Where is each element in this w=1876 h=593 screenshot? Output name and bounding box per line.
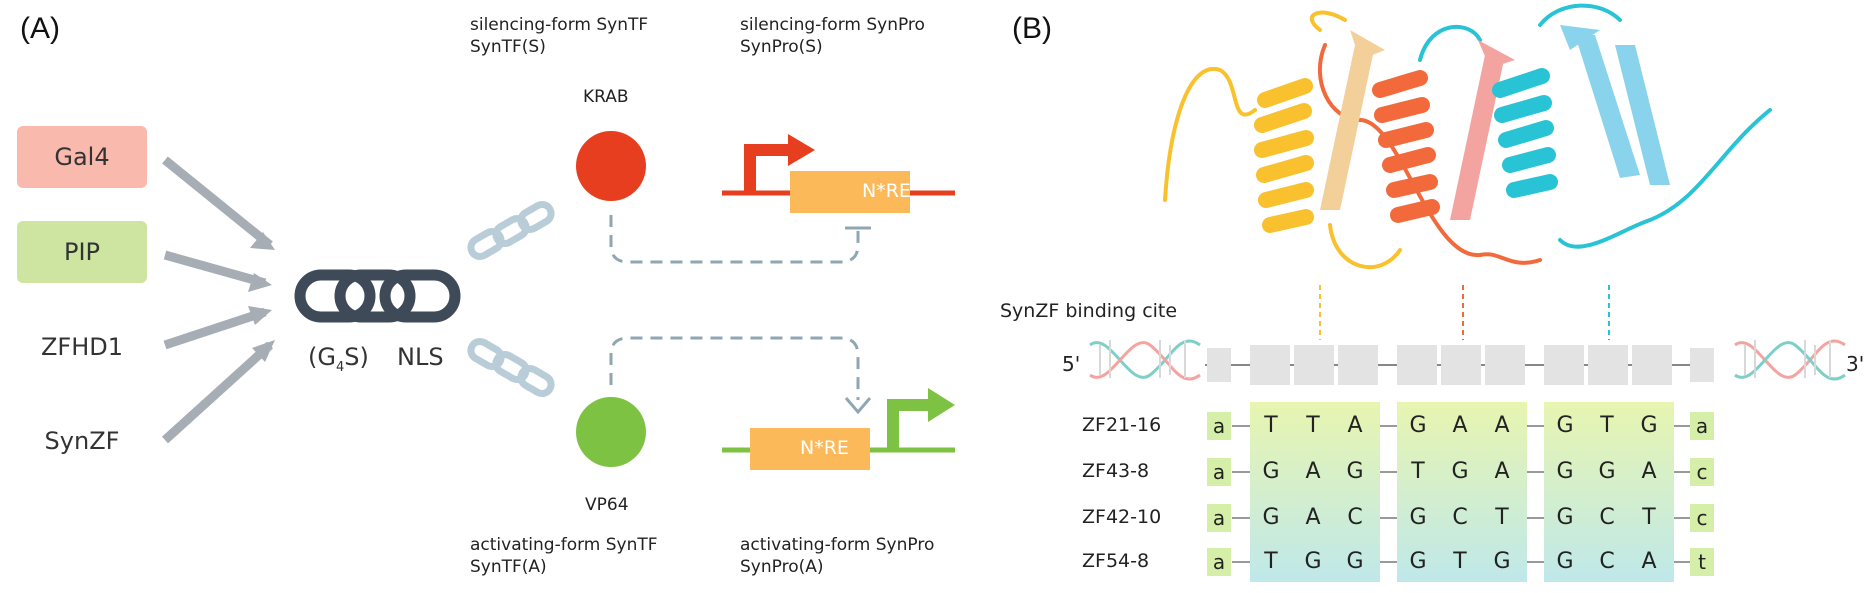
base-letter: G	[1598, 459, 1616, 484]
five-prime-label: 5'	[1062, 352, 1081, 376]
activating-pro-title: activating-form SynPro SynPro(A)	[740, 534, 934, 578]
binding-site-blocks	[1205, 345, 1714, 385]
base-letter: A	[1641, 459, 1657, 484]
sequence-table-bg	[1232, 402, 1690, 582]
right-flank-base: c	[1690, 458, 1714, 486]
row-name: ZF54-8	[1082, 550, 1150, 572]
silencing-pro-line1: silencing-form SynPro	[740, 15, 925, 35]
left-flank-base: a	[1207, 548, 1231, 576]
base-letter: T	[1306, 413, 1320, 438]
repression-link	[609, 215, 860, 264]
input-arrows	[161, 156, 275, 444]
base-letter: G	[1556, 549, 1574, 574]
base-letter: G	[1262, 459, 1280, 484]
krab-label: KRAB	[583, 87, 629, 107]
dbd-box-synzf: SynZF	[17, 410, 147, 472]
base-letter: A	[1452, 413, 1468, 438]
base-letter: G	[1556, 505, 1574, 530]
dbd-box-zfhd1: ZFHD1	[17, 316, 147, 378]
base-letter: G	[1346, 549, 1364, 574]
vp64-domain	[576, 397, 646, 467]
base-letter: T	[1600, 413, 1614, 438]
three-prime-label: 3'	[1846, 352, 1865, 376]
base-letter: C	[1599, 505, 1615, 530]
silencing-tf-line1: silencing-form SynTF	[470, 15, 649, 35]
nls-label: NLS	[397, 343, 444, 371]
base-letter: G	[1304, 549, 1322, 574]
base-letter: T	[1264, 549, 1278, 574]
base-letter: G	[1556, 459, 1574, 484]
activating-pro-line1: activating-form SynPro	[740, 535, 935, 555]
activating-pro-line2: SynPro(A)	[740, 557, 824, 577]
row-name: ZF42-10	[1082, 506, 1162, 528]
base-letter: C	[1452, 505, 1468, 530]
base-letter: G	[1451, 459, 1469, 484]
base-letter: T	[1264, 413, 1278, 438]
nre-label-activating: N*RE	[800, 437, 849, 459]
base-letter: A	[1305, 459, 1321, 484]
row-name: ZF21-16	[1082, 414, 1162, 436]
activating-tf-line1: activating-form SynTF	[470, 535, 658, 555]
left-flank-base: a	[1207, 504, 1231, 532]
linker-chain-icon	[294, 269, 461, 323]
vp64-label: VP64	[585, 495, 629, 515]
silencing-pro-title: silencing-form SynPro SynPro(S)	[740, 14, 925, 58]
base-letter: A	[1494, 459, 1510, 484]
panel-b-label: (B)	[1012, 12, 1052, 45]
base-letter: G	[1640, 413, 1658, 438]
chain-to-vp64-icon	[467, 338, 555, 397]
base-letter: A	[1347, 413, 1363, 438]
binding-site-title: SynZF binding cite	[1000, 300, 1178, 322]
nre-label-silencing: N*RE	[862, 180, 911, 202]
krab-domain	[576, 131, 646, 201]
left-flank-base: a	[1207, 412, 1231, 440]
base-letter: G	[1493, 549, 1511, 574]
right-flank-base: t	[1690, 548, 1714, 576]
silencing-pro-line2: SynPro(S)	[740, 37, 823, 57]
silencing-tf-title: silencing-form SynTF SynTF(S)	[470, 14, 648, 58]
dbd-box-label: Gal4	[54, 143, 110, 171]
dbd-box-label: PIP	[63, 238, 101, 266]
left-flank-base: a	[1207, 458, 1231, 486]
base-letter: G	[1409, 549, 1427, 574]
activation-link	[609, 336, 860, 400]
base-letter: G	[1556, 413, 1574, 438]
base-letter: G	[1409, 413, 1427, 438]
base-letter: T	[1453, 549, 1467, 574]
base-letter: G	[1409, 505, 1427, 530]
activating-tf-title: activating-form SynTF SynTF(A)	[470, 534, 658, 578]
linker-label: (G4S)	[308, 343, 369, 375]
right-flank-base: c	[1690, 504, 1714, 532]
activating-promoter	[722, 388, 955, 470]
dna-right-icon	[1734, 339, 1846, 381]
base-letter: A	[1494, 413, 1510, 438]
base-letter: C	[1347, 505, 1363, 530]
panel-a-label: (A)	[20, 12, 60, 45]
base-letter: A	[1641, 549, 1657, 574]
dbd-box-label: SynZF	[44, 427, 120, 455]
dna-left-icon	[1089, 339, 1201, 381]
base-letter: T	[1495, 505, 1509, 530]
dbd-box-pip: PIP	[17, 221, 147, 283]
dbd-box-label: ZFHD1	[40, 333, 124, 361]
dbd-box-gal4: Gal4	[17, 126, 147, 188]
base-letter: G	[1262, 505, 1280, 530]
base-letter: T	[1642, 505, 1656, 530]
silencing-promoter	[722, 134, 955, 213]
base-letter: A	[1305, 505, 1321, 530]
base-letter: G	[1346, 459, 1364, 484]
linker-prefix: (G	[308, 343, 336, 371]
chain-to-krab-icon	[467, 200, 555, 260]
row-name: ZF43-8	[1082, 460, 1150, 482]
linker-suffix: S)	[344, 343, 369, 371]
right-flank-base: a	[1690, 412, 1714, 440]
activating-tf-line2: SynTF(A)	[470, 557, 547, 577]
silencing-tf-line2: SynTF(S)	[470, 37, 546, 57]
linker-sub: 4	[335, 359, 345, 375]
protein-structure	[1163, 3, 1772, 270]
base-letter: T	[1411, 459, 1425, 484]
base-letter: C	[1599, 549, 1615, 574]
